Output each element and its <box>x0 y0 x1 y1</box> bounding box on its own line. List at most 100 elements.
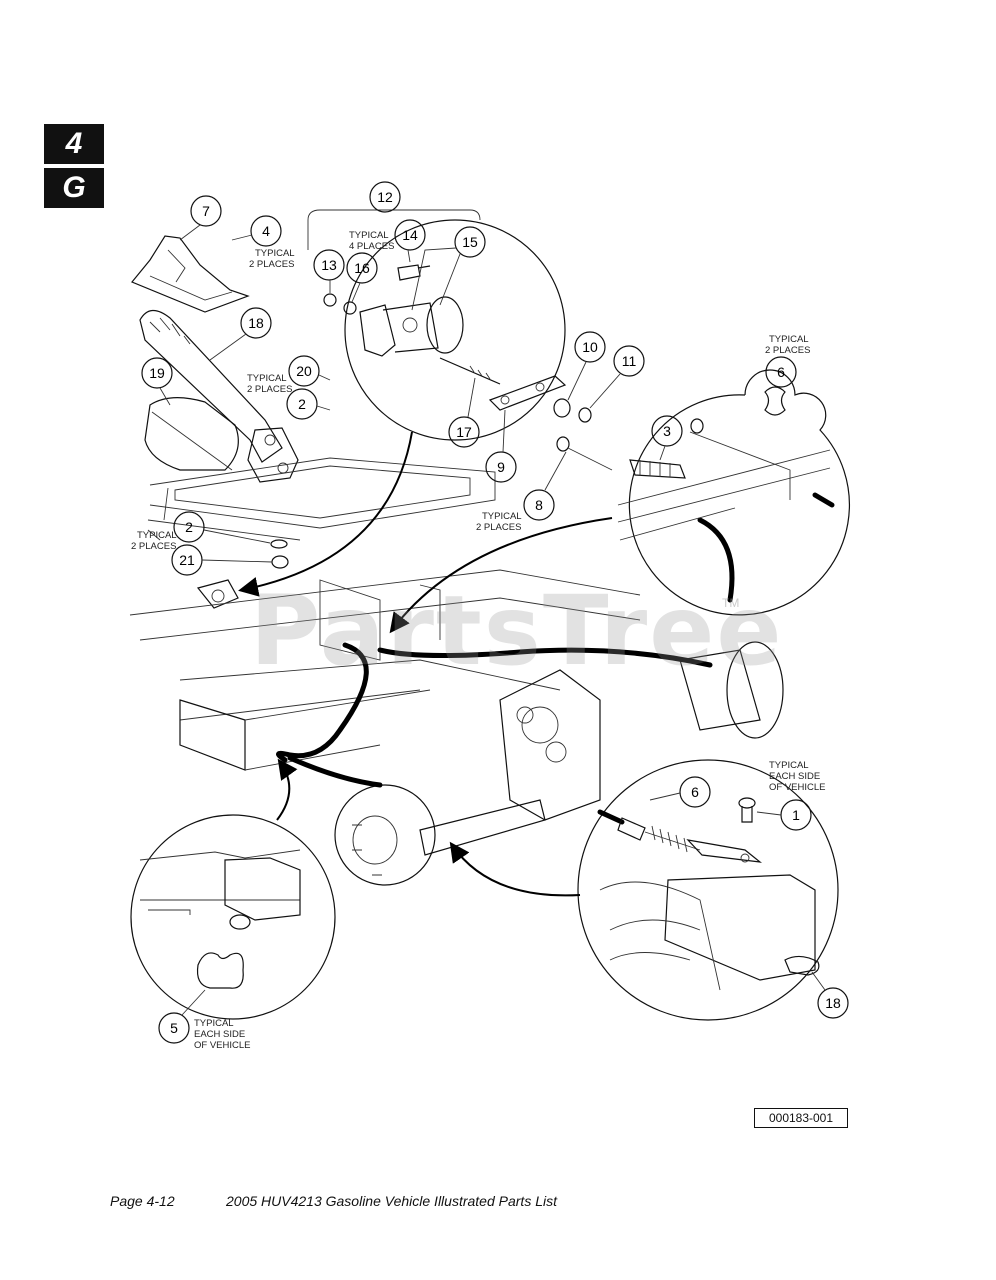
rear-axle <box>419 669 601 856</box>
callout-9-label: 9 <box>497 459 505 475</box>
callout-11: 11 <box>589 345 645 409</box>
svg-text:TYPICAL: TYPICAL <box>349 230 389 241</box>
floor-panel <box>147 457 496 541</box>
svg-text:TYPICAL: TYPICAL <box>769 760 809 771</box>
callout-19-label: 19 <box>149 365 165 381</box>
callout-2-lower: 2 <box>173 511 271 544</box>
detail-circle-cable-boot <box>628 369 850 616</box>
svg-text:2 PLACES: 2 PLACES <box>131 541 176 552</box>
callout-13-label: 13 <box>321 257 337 273</box>
svg-text:TYPICAL: TYPICAL <box>255 248 295 259</box>
callout-14-label: 14 <box>402 227 418 243</box>
clip-detail-frame <box>139 849 301 930</box>
callout-6-upper: 6 <box>765 356 797 388</box>
clevis-pin-1 <box>738 797 756 823</box>
callout-17: 17 <box>448 377 480 448</box>
callout-21: 21 <box>171 544 273 576</box>
callout-15: 15 <box>411 226 486 311</box>
note-4: TYPICAL 2 PLACES <box>249 248 295 270</box>
svg-text:EACH SIDE: EACH SIDE <box>769 771 820 782</box>
callout-5-label: 5 <box>170 1020 178 1036</box>
brake-cable-right <box>377 647 713 668</box>
callout-18-upper: 18 <box>209 307 272 361</box>
note-2-lower: TYPICAL 2 PLACES <box>131 530 177 552</box>
cable-stop-3 <box>690 418 704 434</box>
callout-13: 13 <box>313 249 345 293</box>
brake-lever-clevis <box>686 839 763 863</box>
callout-16-label: 16 <box>354 260 370 276</box>
brake-drum-left <box>334 784 436 886</box>
nut-21 <box>271 555 289 569</box>
brake-actuator-bracket <box>599 874 816 991</box>
arrow-clevis-to-anchor <box>238 431 413 597</box>
section-number-tab: 4 <box>44 124 104 164</box>
callout-16: 16 <box>346 252 378 303</box>
chassis-frame <box>129 569 641 771</box>
brake-drum-right <box>679 641 784 739</box>
callout-4-label: 4 <box>262 223 270 239</box>
footer-document-title: 2005 HUV4213 Gasoline Vehicle Illustrate… <box>226 1193 557 1209</box>
watermark-trademark: TM <box>722 596 740 610</box>
callout-2-lower-label: 2 <box>185 519 193 535</box>
washer-16 <box>343 301 357 315</box>
spring-clip-18 <box>784 955 820 976</box>
arrow-clip-to-frame <box>276 758 298 821</box>
callout-3: 3 <box>651 415 683 461</box>
arrow-lever-to-drum <box>449 841 581 897</box>
callout-9: 9 <box>485 409 517 483</box>
footer-page-number: Page 4-12 <box>110 1193 175 1209</box>
callout-18-lower-label: 18 <box>825 995 841 1011</box>
clevis-bracket <box>359 296 464 357</box>
callout-4: 4 <box>231 215 282 247</box>
svg-text:2 PLACES: 2 PLACES <box>765 345 810 356</box>
callout-18-lower: 18 <box>811 971 849 1019</box>
note-12: TYPICAL 4 PLACES <box>349 230 394 252</box>
callout-19: 19 <box>141 357 173 406</box>
brake-boot-cover <box>131 235 250 313</box>
svg-text:TYPICAL: TYPICAL <box>247 373 287 384</box>
callout-20-label: 20 <box>296 363 312 379</box>
callout-14: 14 <box>394 219 426 263</box>
lock-nut-11 <box>578 407 592 423</box>
brake-cable-left <box>276 642 369 763</box>
cable-end-spring <box>597 809 701 853</box>
callout-20: 20 <box>288 355 331 387</box>
callout-21-label: 21 <box>179 552 195 568</box>
note-5: TYPICAL EACH SIDE OF VEHICLE <box>194 1018 251 1051</box>
callout-7: 7 <box>179 195 222 241</box>
svg-text:OF VEHICLE: OF VEHICLE <box>194 1040 251 1051</box>
note-8: TYPICAL 2 PLACES <box>476 511 522 533</box>
cable-clip-6a <box>764 386 786 416</box>
svg-text:TYPICAL: TYPICAL <box>482 511 522 522</box>
svg-text:OF VEHICLE: OF VEHICLE <box>769 782 826 793</box>
cable-boot <box>629 459 686 479</box>
callout-11-label: 11 <box>622 353 637 369</box>
group-bracket-12 <box>307 209 481 250</box>
svg-text:2 PLACES: 2 PLACES <box>249 259 294 270</box>
callout-6-upper-label: 6 <box>777 364 785 380</box>
washer-2b <box>270 539 288 549</box>
cable-clip-5 <box>196 952 244 989</box>
cable-end-8 <box>556 436 613 471</box>
watermark: PartsTree <box>250 575 784 687</box>
brake-handle <box>139 309 283 463</box>
detail-circle-cable-clip <box>130 814 336 1020</box>
section-letter-tab: G <box>44 168 104 208</box>
svg-text:TYPICAL: TYPICAL <box>769 334 809 345</box>
callout-8: 8 <box>523 451 567 521</box>
cable-anchor-bracket <box>196 579 239 609</box>
note-20: TYPICAL 2 PLACES <box>247 373 292 395</box>
callout-18-upper-label: 18 <box>248 315 264 331</box>
callout-3-label: 3 <box>663 423 671 439</box>
cable-right-detail <box>697 517 735 603</box>
callout-6-lower-label: 6 <box>691 784 699 800</box>
threaded-rod <box>439 357 501 385</box>
callout-1-label: 1 <box>792 807 800 823</box>
handle-grip-cover <box>144 397 239 471</box>
figure-id-box: 000183-001 <box>754 1108 848 1128</box>
equalizer-bar <box>488 375 567 411</box>
brake-cable-lower <box>287 755 383 788</box>
callout-12-label: 12 <box>377 189 393 205</box>
arrow-boot-to-frame <box>389 517 613 634</box>
